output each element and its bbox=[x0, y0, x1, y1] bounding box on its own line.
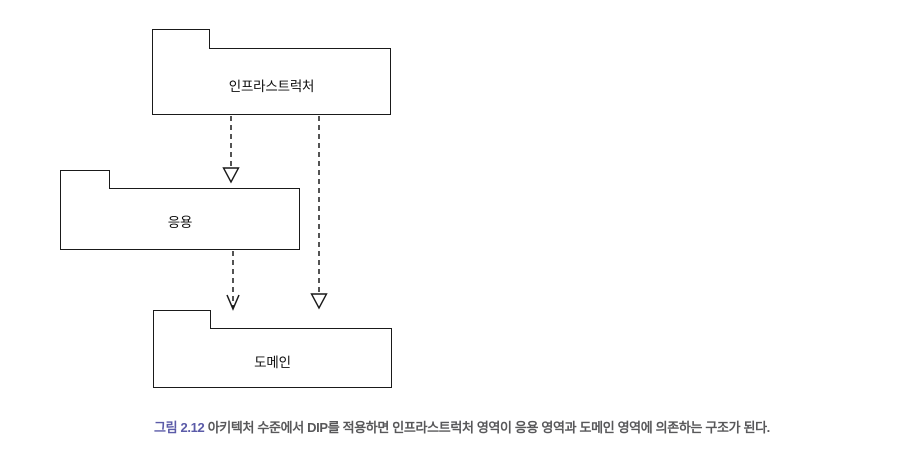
dependency-infrastructure-to-domain[interactable] bbox=[302, 112, 336, 316]
package-tab-application bbox=[60, 170, 110, 189]
hollow-triangle-arrowhead-icon bbox=[310, 293, 328, 310]
package-label-domain: 도메인 bbox=[254, 355, 291, 370]
package-tab-infrastructure bbox=[152, 29, 210, 49]
package-body-domain: 도메인 bbox=[153, 328, 392, 388]
figure-caption-text: 아키텍처 수준에서 DIP를 적용하면 인프라스트럭처 영역이 응용 영역과 도… bbox=[207, 420, 771, 435]
figure-caption-number: 그림 2.12 bbox=[154, 420, 205, 435]
package-body-application: 응용 bbox=[60, 188, 300, 250]
open-arrowhead-icon bbox=[226, 294, 240, 311]
package-domain[interactable]: 도메인 bbox=[153, 310, 392, 388]
package-tab-domain bbox=[153, 310, 211, 329]
hollow-triangle-arrowhead-icon bbox=[222, 167, 240, 184]
figure-caption: 그림 2.12 아키텍처 수준에서 DIP를 적용하면 인프라스트럭처 영역이 … bbox=[0, 418, 924, 438]
package-body-infrastructure: 인프라스트럭처 bbox=[152, 48, 391, 115]
package-infrastructure[interactable]: 인프라스트럭처 bbox=[152, 29, 391, 115]
package-application[interactable]: 응용 bbox=[60, 170, 300, 250]
package-label-application: 응용 bbox=[167, 215, 193, 230]
dependency-application-to-domain[interactable] bbox=[216, 248, 250, 318]
dependency-infrastructure-to-application[interactable] bbox=[214, 112, 248, 192]
package-label-infrastructure: 인프라스트럭처 bbox=[228, 79, 315, 94]
